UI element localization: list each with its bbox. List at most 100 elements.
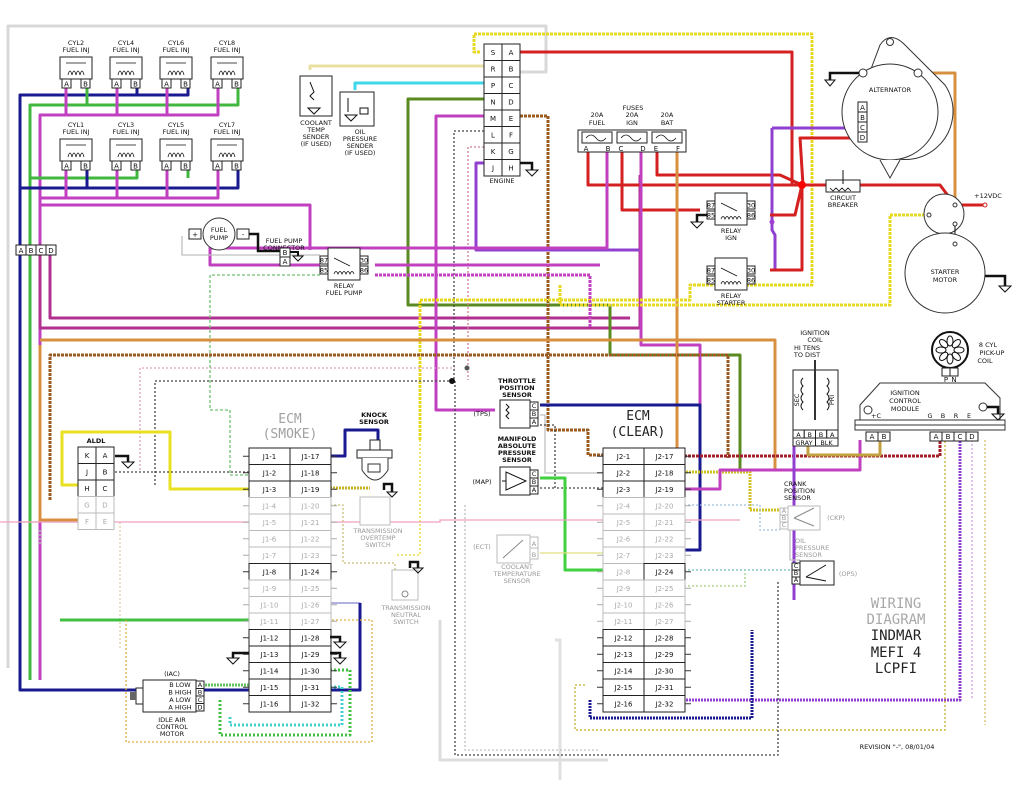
connector-pin bbox=[45, 244, 57, 256]
injector-body bbox=[210, 56, 244, 80]
pickup-tooth bbox=[939, 351, 949, 361]
aldl-pin bbox=[95, 512, 115, 530]
relay-pin bbox=[319, 255, 329, 265]
ecm-pin-label: J1-8 bbox=[262, 569, 277, 577]
svg-text:TO DIST: TO DIST bbox=[793, 351, 820, 359]
svg-text:TEMP: TEMP bbox=[306, 126, 325, 134]
sensor-pin bbox=[529, 547, 539, 560]
pin-label: B bbox=[509, 66, 514, 74]
pin-label: B bbox=[133, 163, 138, 171]
coil-icon bbox=[217, 62, 237, 76]
pin-label: 86 bbox=[747, 277, 755, 285]
ecm-pin-label: J1-20 bbox=[301, 503, 320, 511]
pin-label: F bbox=[509, 132, 513, 140]
pin-label: C bbox=[619, 145, 624, 153]
ecm-pin-label: J2-12 bbox=[614, 635, 633, 643]
ecm-pin-label: J1-18 bbox=[301, 470, 320, 478]
svg-text:+C: +C bbox=[871, 412, 881, 420]
ecm-pin-label: J1-24 bbox=[301, 569, 320, 577]
map-sensor: MANIFOLD ABSOLUTE PRESSURE SENSOR (MAP) … bbox=[472, 435, 539, 496]
coil-icon bbox=[217, 144, 237, 158]
fuse-name: BAT bbox=[661, 119, 673, 127]
svg-text:(TPS): (TPS) bbox=[473, 410, 490, 418]
pin-label: A bbox=[830, 431, 835, 439]
pin-label: D bbox=[969, 433, 974, 441]
svg-text:LCPFI: LCPFI bbox=[875, 661, 917, 677]
coil-icon bbox=[166, 144, 186, 158]
ecm-pin-label: J1-32 bbox=[301, 701, 320, 709]
svg-text:IDLE AIR: IDLE AIR bbox=[158, 716, 186, 724]
pin-label: A bbox=[509, 49, 514, 57]
fuse-rating: 20A bbox=[591, 111, 604, 119]
pin-label: S bbox=[491, 49, 496, 57]
svg-text:(CKP): (CKP) bbox=[827, 514, 845, 522]
svg-text:+12VDC: +12VDC bbox=[974, 192, 1002, 200]
ecm-pin-label: J1-10 bbox=[260, 602, 279, 610]
pin-label: D bbox=[48, 247, 53, 255]
pin-label: A bbox=[860, 104, 865, 112]
iac-coil-label: A HIGH bbox=[168, 704, 191, 712]
svg-text:N: N bbox=[951, 376, 956, 384]
pin-label: F bbox=[676, 145, 680, 153]
pin-label: A bbox=[103, 452, 108, 460]
svg-text:CRANK: CRANK bbox=[784, 480, 807, 488]
ecm-pin-label: J1-13 bbox=[260, 651, 279, 659]
ecm-pin-label: J1-1 bbox=[262, 453, 277, 461]
ecm-pin-label: J1-11 bbox=[260, 618, 279, 626]
fuse-body bbox=[651, 131, 683, 144]
svg-text:(OPS): (OPS) bbox=[839, 570, 857, 578]
pin-label: G bbox=[84, 502, 89, 510]
fuse-icon bbox=[620, 134, 642, 142]
ecm-pin-label: J2-3 bbox=[616, 486, 631, 494]
svg-text:ECM: ECM bbox=[626, 409, 650, 424]
pin-label: A bbox=[64, 81, 69, 89]
frame-lines bbox=[6, 24, 608, 780]
pin-box bbox=[80, 160, 91, 171]
svg-text:DIAGRAM: DIAGRAM bbox=[866, 612, 925, 628]
svg-text:E: E bbox=[967, 412, 971, 420]
injector-sub-label: FUEL INJ bbox=[163, 46, 190, 54]
pin-box bbox=[161, 78, 172, 89]
svg-text:(IF USED): (IF USED) bbox=[345, 149, 376, 157]
pin-label: J bbox=[491, 165, 494, 173]
title-block: WIRING DIAGRAM INDMAR MEFI 4 LCPFI REVIS… bbox=[860, 596, 935, 751]
pin-label: A bbox=[64, 163, 69, 171]
svg-text:(IF USED): (IF USED) bbox=[301, 140, 332, 148]
relay-pin bbox=[746, 265, 756, 275]
ecm-pin-label: J2-25 bbox=[655, 585, 674, 593]
svg-text:POSITION: POSITION bbox=[499, 384, 534, 392]
ecm-pin-label: J2-32 bbox=[655, 701, 674, 709]
ecm-pin-label: J1-5 bbox=[262, 519, 277, 527]
relay-switch-icon bbox=[720, 202, 742, 221]
fuse-body bbox=[616, 131, 648, 144]
transmission-neutral-switch: TRANSMISSION NEUTRAL SWITCH bbox=[380, 560, 431, 626]
ecm-pin-label: J1-17 bbox=[301, 453, 320, 461]
pin-box bbox=[111, 160, 122, 171]
pin-label: A bbox=[164, 163, 169, 171]
svg-text:B: B bbox=[941, 412, 945, 420]
ecm-pin-label: J2-2 bbox=[616, 470, 631, 478]
pin-label: A bbox=[794, 576, 799, 584]
svg-text:-: - bbox=[242, 231, 245, 239]
svg-text:STARTER: STARTER bbox=[931, 268, 960, 276]
ecm-pin-label: J1-30 bbox=[301, 668, 320, 676]
svg-text:MODULE: MODULE bbox=[891, 405, 919, 413]
pin-label: A bbox=[114, 81, 119, 89]
iac-coil-label: A LOW bbox=[169, 696, 191, 704]
ground-icon bbox=[689, 221, 705, 229]
svg-text:TRANSMISSION: TRANSMISSION bbox=[352, 527, 402, 535]
injector-sub-label: FUEL INJ bbox=[113, 46, 140, 54]
pin-label: C bbox=[794, 562, 799, 570]
pin-label: E bbox=[103, 518, 107, 526]
svg-text:PRI: PRI bbox=[828, 395, 836, 405]
